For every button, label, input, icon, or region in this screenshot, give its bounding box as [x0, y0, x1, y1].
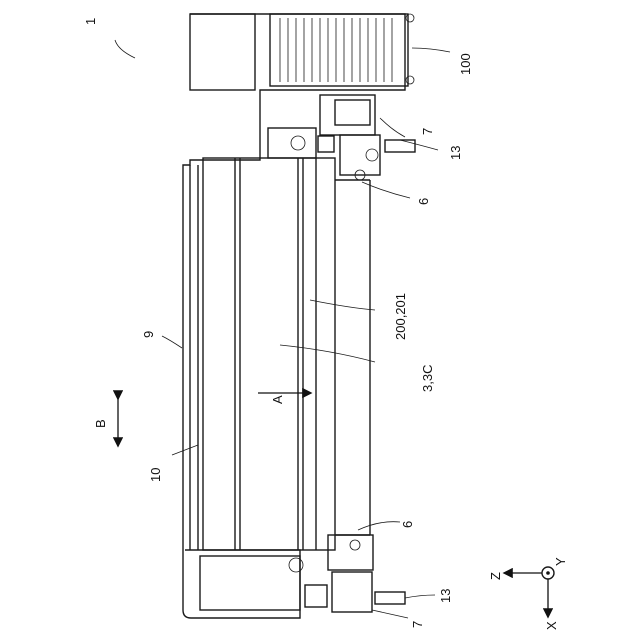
label-ref-6-top: 6	[416, 198, 431, 205]
lower-carriage	[332, 572, 372, 612]
upper-head-block	[320, 95, 375, 135]
leader-6-top	[362, 182, 410, 198]
housing-upper-block	[190, 14, 255, 90]
module-100-knob-lower	[406, 76, 414, 84]
label-axis-x: X	[544, 621, 559, 630]
leader-9	[162, 336, 182, 348]
leader-6-bottom	[358, 522, 400, 530]
label-ref-6-bottom: 6	[400, 521, 415, 528]
label-direction-a: A	[270, 395, 285, 404]
label-ref-13-bottom: 13	[438, 589, 453, 603]
label-ref-13-top: 13	[448, 146, 463, 160]
leader-3-3c	[280, 345, 375, 362]
leader-200-201	[310, 300, 375, 310]
label-axis-y: Y	[553, 557, 568, 566]
upper-bracket-7	[318, 136, 334, 152]
lower-control-dial	[289, 558, 303, 572]
leader-7-top	[380, 118, 405, 137]
upper-control-dial	[291, 136, 305, 150]
leader-13-top	[400, 140, 438, 150]
upper-connector-13	[385, 140, 415, 152]
axis-y-dot	[546, 571, 550, 575]
label-direction-b: B	[93, 419, 108, 428]
lower-connector-13	[375, 592, 405, 604]
lower-bracket-7	[305, 585, 327, 607]
upper-control-box	[268, 128, 316, 158]
leader-1	[115, 40, 135, 58]
upper-carriage	[340, 135, 380, 175]
main-carriage-3-3c	[203, 158, 335, 550]
label-ref-10: 10	[148, 468, 163, 482]
upper-head-inner	[335, 100, 370, 125]
label-ref-7-top: 7	[420, 128, 435, 135]
module-100-knob-upper	[406, 14, 414, 22]
label-ref-7-bottom: 7	[410, 621, 425, 628]
lower-nozzle-6	[350, 540, 360, 550]
label-ref-3-3c: 3,3C	[420, 365, 435, 392]
module-100-frame	[270, 14, 408, 86]
label-axis-z: Z	[488, 572, 503, 580]
leader-100	[412, 48, 450, 52]
housing-outline	[183, 14, 405, 618]
upper-carriage-knob	[366, 149, 378, 161]
leader-7-bottom	[372, 610, 408, 618]
lower-base-box	[200, 556, 300, 610]
leader-13-bottom	[405, 595, 435, 598]
label-ref-100: 100	[458, 53, 473, 75]
leader-10	[172, 445, 198, 455]
label-ref-1: 1	[83, 18, 98, 25]
label-ref-9: 9	[141, 331, 156, 338]
module-100-fins	[280, 18, 392, 82]
label-ref-200-201: 200,201	[393, 293, 408, 340]
